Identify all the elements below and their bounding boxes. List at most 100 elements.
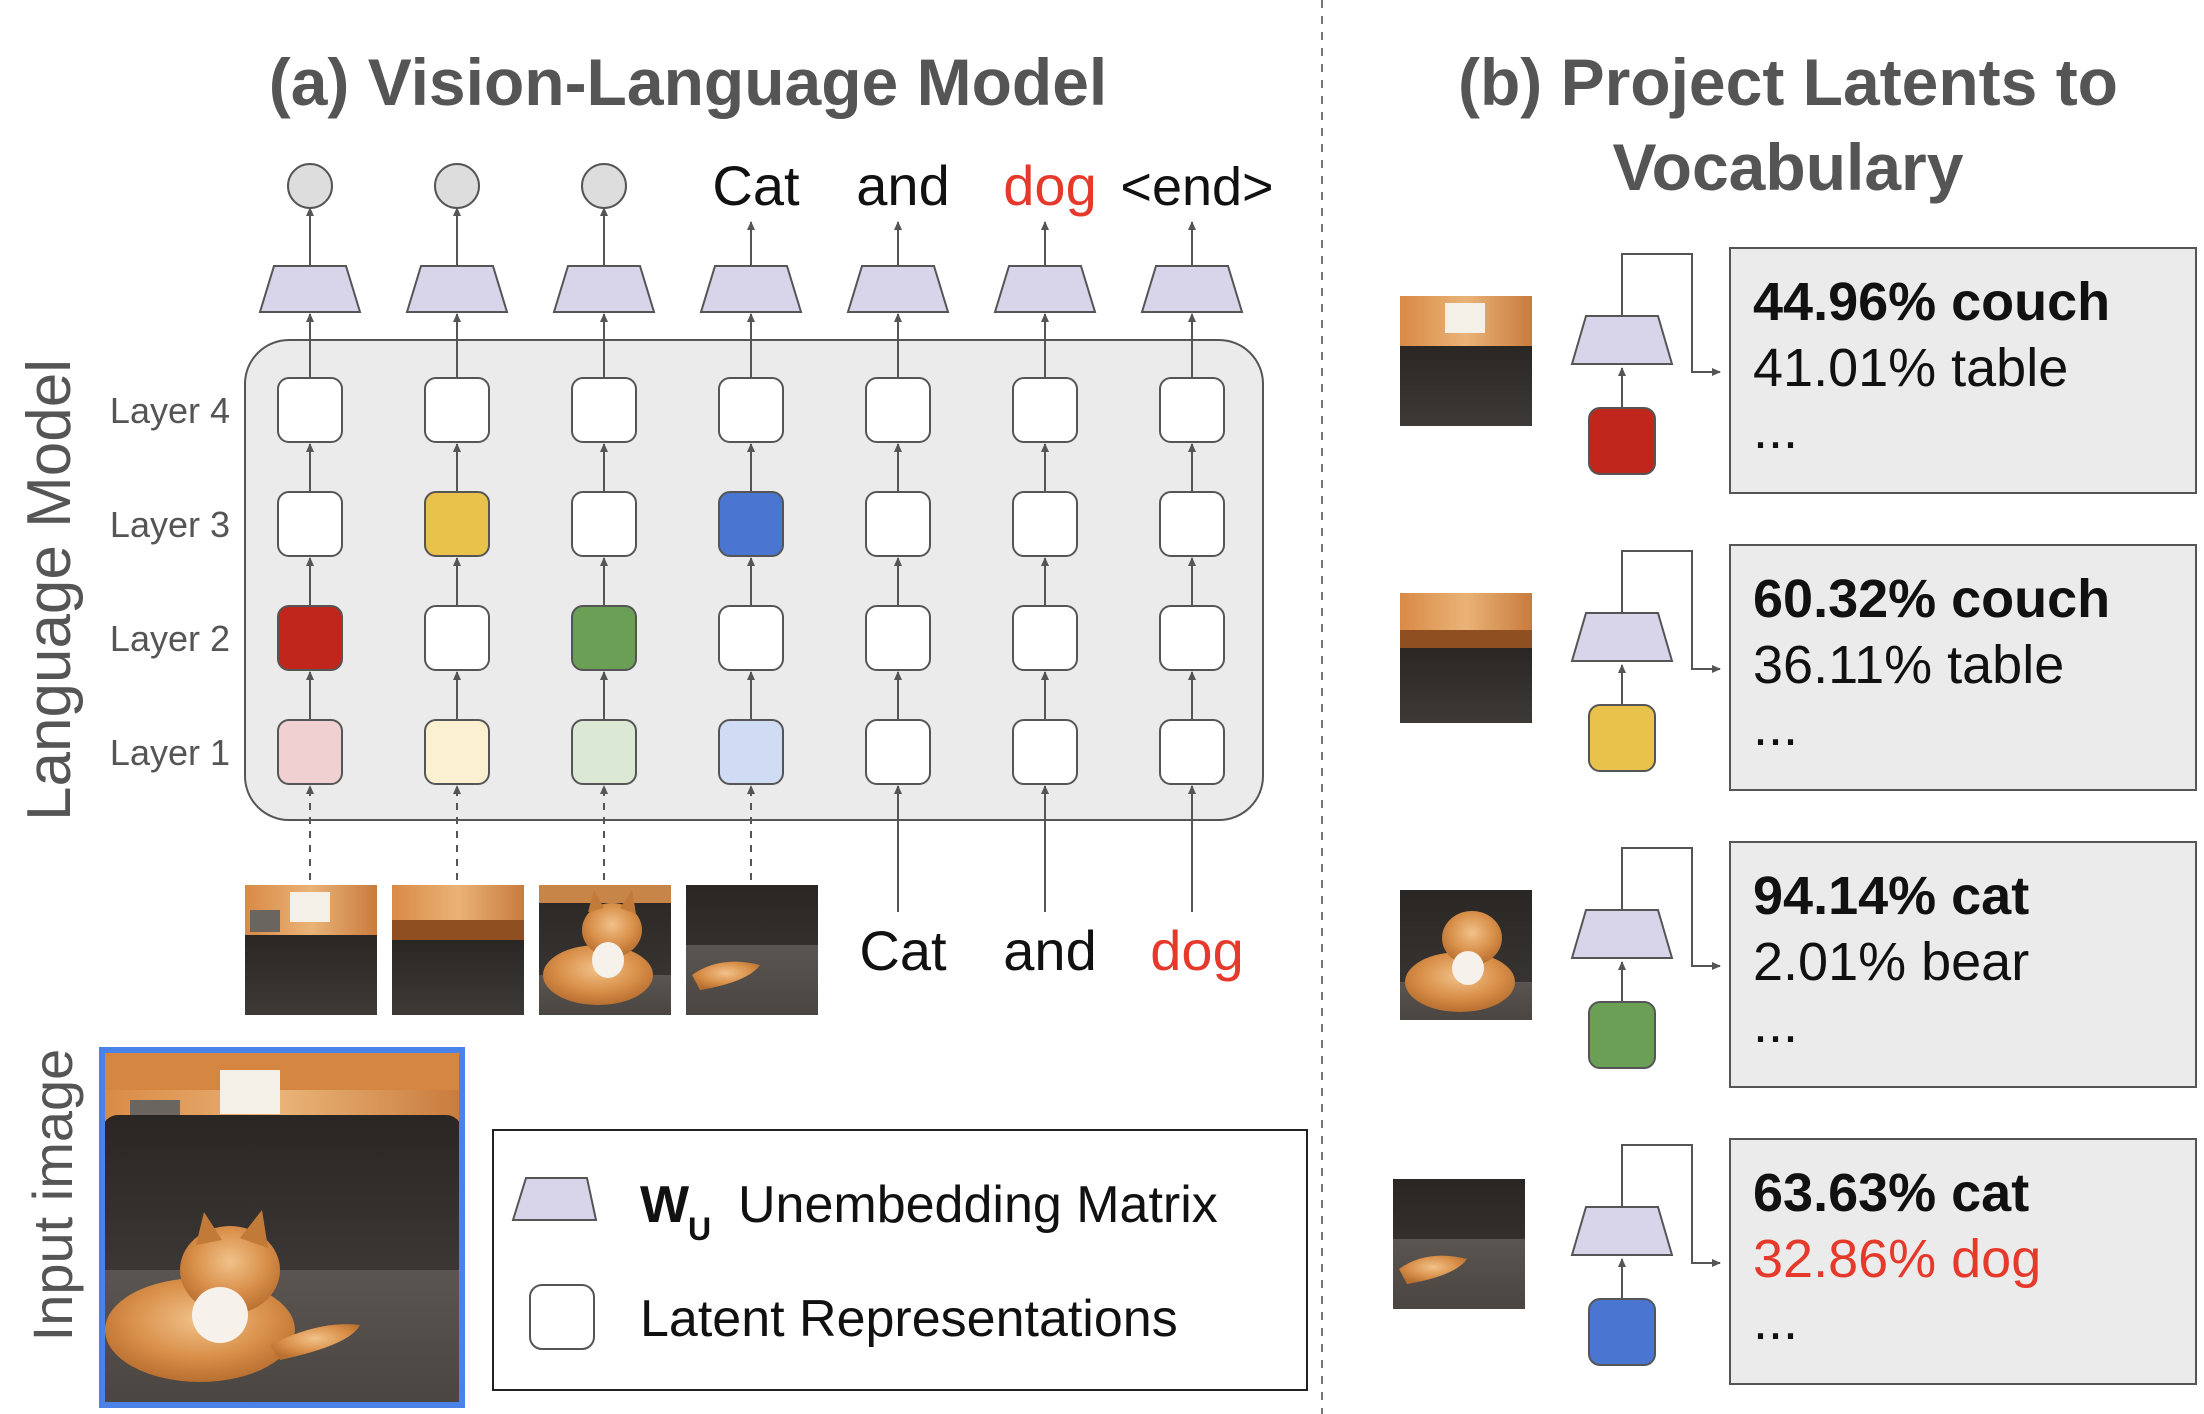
latent-col6-layer1 <box>1012 719 1078 785</box>
image-patch-1 <box>245 885 377 1015</box>
language-model-label: Language Model <box>15 359 84 821</box>
latent-col7-layer2 <box>1159 605 1225 671</box>
empty-output-circle <box>434 163 480 209</box>
layer-label-2: Layer 2 <box>110 618 230 659</box>
more-tokens-ellipsis: ... <box>1753 697 1798 757</box>
unembedding-trapezoid <box>846 265 950 313</box>
panel-b-title-line2: Vocabulary <box>1613 130 1964 204</box>
input-token-dog: dog <box>1150 919 1243 982</box>
unembedding-trapezoid <box>1570 315 1674 365</box>
latent-col4-layer1 <box>718 719 784 785</box>
patch-thumbnail <box>1400 593 1532 723</box>
top-token-probability: 44.96% couch <box>1753 272 2110 332</box>
latent-col5-layer4 <box>865 377 931 443</box>
latent-col4-layer2 <box>718 605 784 671</box>
more-tokens-ellipsis: ... <box>1753 1291 1798 1351</box>
patch-thumbnail <box>1400 296 1532 426</box>
vocab-projection-box <box>1729 1138 2197 1385</box>
projection-arrow <box>1621 1144 1721 1267</box>
latent-col3-layer3 <box>571 491 637 557</box>
latent-col6-layer3 <box>1012 491 1078 557</box>
empty-output-circle <box>581 163 627 209</box>
latent-col3-layer2 <box>571 605 637 671</box>
unembedding-trapezoid <box>258 265 362 313</box>
unembedding-trapezoid <box>993 265 1097 313</box>
vocab-projection-box <box>1729 544 2197 791</box>
latent-square <box>1588 1298 1656 1366</box>
latent-col5-layer3 <box>865 491 931 557</box>
image-patch-3 <box>539 885 671 1015</box>
layer-label-1: Layer 1 <box>110 732 230 773</box>
unembedding-trapezoid <box>1570 909 1674 959</box>
latent-col1-layer2 <box>277 605 343 671</box>
legend-unembedding-label: Unembedding Matrix <box>738 1176 1218 1234</box>
latent-col7-layer3 <box>1159 491 1225 557</box>
latent-col7-layer1 <box>1159 719 1225 785</box>
top-token-probability: 63.63% cat <box>1753 1163 2029 1223</box>
legend-unembedding-symbol <box>511 1177 598 1221</box>
output-token-cat: Cat <box>712 154 800 217</box>
latent-col6-layer4 <box>1012 377 1078 443</box>
latent-col2-layer1 <box>424 719 490 785</box>
legend-latent-label: Latent Representations <box>640 1290 1178 1348</box>
latent-col6-layer2 <box>1012 605 1078 671</box>
output-token-end: <end> <box>1120 157 1273 217</box>
second-token-probability: 36.11% table <box>1753 635 2064 695</box>
unembedding-trapezoid <box>1570 1206 1674 1256</box>
latent-col3-layer4 <box>571 377 637 443</box>
panel-a-title: (a) Vision-Language Model <box>269 45 1108 119</box>
image-patch-2 <box>392 885 524 1015</box>
latent-col1-layer4 <box>277 377 343 443</box>
legend-w-subscript: U <box>688 1211 711 1247</box>
latent-col4-layer3 <box>718 491 784 557</box>
output-token-and: and <box>856 154 949 217</box>
latent-col5-layer2 <box>865 605 931 671</box>
patch-thumbnail <box>1400 890 1532 1020</box>
more-tokens-ellipsis: ... <box>1753 994 1798 1054</box>
second-token-probability: 32.86% dog <box>1753 1229 2041 1289</box>
projection-arrow <box>1621 847 1721 970</box>
latent-col1-layer3 <box>277 491 343 557</box>
input-token-and: and <box>1003 919 1096 982</box>
vocab-projection-box <box>1729 247 2197 494</box>
second-token-probability: 41.01% table <box>1753 338 2068 398</box>
layer-label-4: Layer 4 <box>110 390 230 431</box>
latent-col2-layer2 <box>424 605 490 671</box>
patch-thumbnail <box>1393 1179 1525 1309</box>
input-image <box>99 1047 465 1408</box>
more-tokens-ellipsis: ... <box>1753 400 1798 460</box>
top-token-probability: 60.32% couch <box>1753 569 2110 629</box>
latent-col1-layer1 <box>277 719 343 785</box>
projection-arrow <box>1621 253 1721 376</box>
latent-col5-layer1 <box>865 719 931 785</box>
layer-label-3: Layer 3 <box>110 504 230 545</box>
panel-b-title-line1: (b) Project Latents to <box>1458 45 2118 119</box>
latent-square <box>1588 407 1656 475</box>
latent-square <box>1588 704 1656 772</box>
latent-col2-layer4 <box>424 377 490 443</box>
language-model-box <box>244 339 1264 821</box>
input-token-cat: Cat <box>859 919 947 982</box>
latent-col2-layer3 <box>424 491 490 557</box>
latent-square <box>1588 1001 1656 1069</box>
vocab-projection-box <box>1729 841 2197 1088</box>
legend-box <box>492 1129 1308 1391</box>
unembedding-trapezoid <box>1570 612 1674 662</box>
legend-latent-symbol <box>529 1284 595 1350</box>
unembedding-trapezoid <box>699 265 803 313</box>
unembedding-trapezoid <box>405 265 509 313</box>
legend-w-symbol: W <box>640 1176 690 1234</box>
latent-col3-layer1 <box>571 719 637 785</box>
unembedding-trapezoid <box>552 265 656 313</box>
input-image-label: Input image <box>21 1049 84 1342</box>
unembedding-trapezoid <box>1140 265 1244 313</box>
projection-arrow <box>1621 550 1721 673</box>
latent-col4-layer4 <box>718 377 784 443</box>
top-token-probability: 94.14% cat <box>1753 866 2029 926</box>
empty-output-circle <box>287 163 333 209</box>
